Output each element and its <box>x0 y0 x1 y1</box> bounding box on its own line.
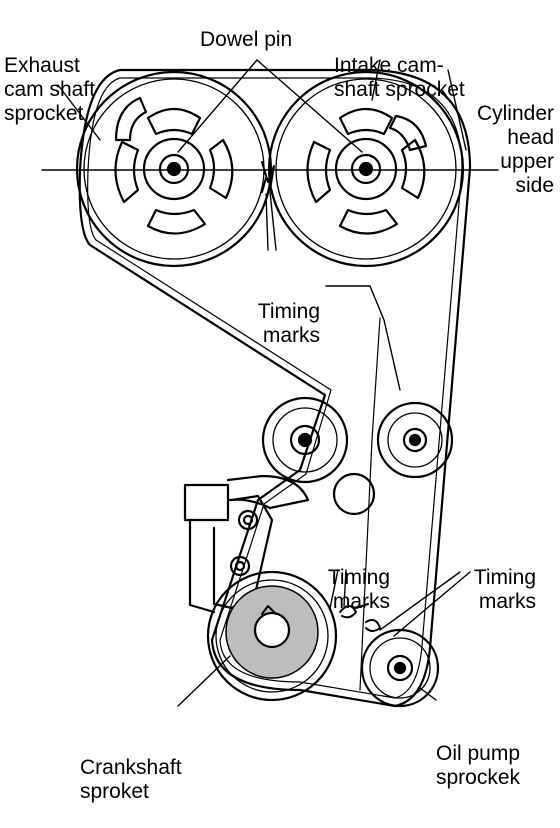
crank-timing-marks <box>339 603 369 619</box>
intake-cam-sprocket <box>267 70 465 268</box>
idler-pulley <box>376 401 454 479</box>
timing-belt <box>78 68 472 708</box>
oil-pump-sprocket <box>360 628 440 708</box>
cam-timing-marks <box>261 161 275 193</box>
small-roller <box>332 472 376 516</box>
tensioner-pulley <box>261 396 349 484</box>
intake-sprocket-label: Intake cam-shaft sprocket <box>334 54 465 101</box>
exhaust-cam-sprocket <box>75 70 273 268</box>
dowel-pin-label: Dowel pin <box>200 28 293 51</box>
timing-belt-diagram <box>41 59 499 708</box>
leader-lines <box>57 59 471 707</box>
crankshaft-sprocket <box>206 570 338 702</box>
oil-pump-timing-marks <box>365 619 381 632</box>
